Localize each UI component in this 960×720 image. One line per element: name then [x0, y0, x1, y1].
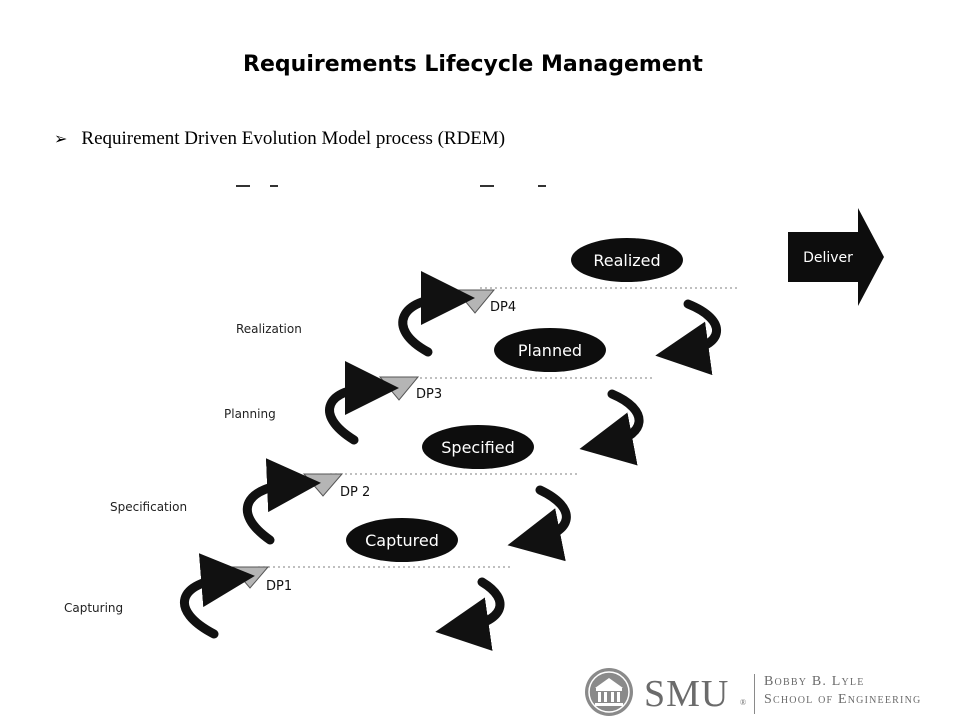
state-label: Realized	[593, 251, 660, 270]
curved-arrow-icon	[398, 271, 475, 357]
curved-arrow-icon	[325, 361, 399, 445]
bullet-item: ➢ Requirement Driven Evolution Model pro…	[54, 128, 505, 150]
cycle-arrows	[180, 271, 721, 651]
school-name-line2: School of Engineering	[764, 692, 922, 707]
decision-point-dp2: DP 2	[302, 473, 370, 500]
stage-label-planning: Planning	[224, 407, 276, 421]
curved-arrow-icon	[507, 485, 571, 562]
curved-arrow-icon	[180, 553, 255, 639]
slide-title: Requirements Lifecycle Management	[243, 52, 703, 77]
dp-label: DP3	[416, 387, 442, 402]
curved-arrow-icon	[435, 577, 505, 651]
registered-mark: ®	[740, 698, 747, 707]
deliver-arrow: Deliver	[788, 208, 884, 306]
decision-point-dp1: DP1	[230, 566, 292, 594]
level-lines	[258, 287, 740, 568]
smu-logo-text: SMU	[644, 673, 730, 715]
state-captured: Captured	[346, 518, 458, 562]
dp-label: DP4	[490, 300, 516, 315]
state-planned: Planned	[494, 328, 606, 372]
curved-arrow-icon	[242, 458, 321, 545]
curved-arrow-icon	[655, 299, 721, 376]
curved-arrow-icon	[579, 389, 644, 466]
state-label: Specified	[441, 438, 514, 457]
state-realized: Realized	[571, 238, 683, 282]
bullet-text: Requirement Driven Evolution Model proce…	[81, 128, 506, 149]
footer-divider	[754, 674, 755, 714]
state-label: Planned	[518, 341, 582, 360]
arrowhead-bullet-icon: ➢	[54, 131, 68, 148]
stage-label-realization: Realization	[236, 322, 302, 336]
deliver-label: Deliver	[803, 250, 853, 266]
decision-point-dp3: DP3	[378, 376, 442, 402]
smu-seal-icon	[585, 668, 633, 716]
stage-label-specification: Specification	[110, 500, 187, 514]
footer-branding: SMU ® Bobby B. Lyle School of Engineerin…	[578, 664, 960, 720]
state-specified: Specified	[422, 425, 534, 469]
school-name-line1: Bobby B. Lyle	[764, 674, 865, 689]
state-label: Captured	[365, 531, 439, 550]
decision-point-dp4: DP4	[454, 289, 516, 315]
dp-label: DP1	[266, 579, 292, 594]
dp-label: DP 2	[340, 485, 370, 500]
stage-label-capturing: Capturing	[64, 601, 123, 615]
